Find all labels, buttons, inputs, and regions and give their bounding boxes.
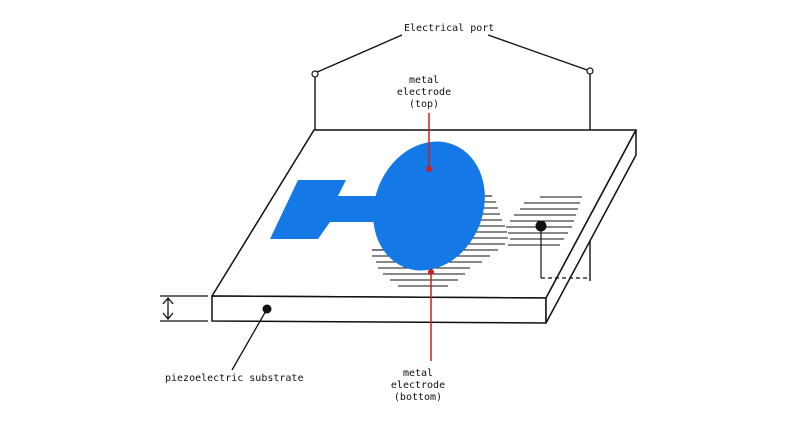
- electrode-leads: [428, 113, 432, 361]
- top-electrode-label-line: electrode: [396, 87, 452, 98]
- electrical-port-label: Electrical port: [404, 23, 495, 34]
- bottom-electrode-label-line: metal: [402, 368, 434, 379]
- top-electrode-label: metal electrode (top): [386, 75, 462, 111]
- port-terminal-left: [311, 70, 319, 78]
- bottom-lead-dot: [428, 269, 434, 275]
- thickness-dimension: [160, 295, 208, 322]
- substrate-pointer: [231, 304, 272, 371]
- substrate-label: piezoelectric substrate: [165, 373, 304, 384]
- bottom-lead-connection: [540, 226, 590, 279]
- substrate-side-face: [545, 129, 637, 324]
- substrate-front-face: [211, 295, 547, 324]
- top-electrode: [270, 141, 485, 271]
- port-terminal-right: [586, 67, 594, 75]
- top-electrode-label-line: (top): [408, 99, 440, 110]
- port-wire-left: [314, 34, 403, 74]
- bottom-contact-dot: [535, 220, 547, 232]
- port-wire-right: [487, 34, 591, 72]
- bottom-electrode-label-line: (bottom): [393, 392, 443, 403]
- bottom-electrode-label: metal electrode (bottom): [380, 368, 456, 404]
- top-electrode-pad: [270, 180, 396, 239]
- top-electrode-disk: [373, 141, 485, 271]
- bottom-electrode-label-line: electrode: [390, 380, 446, 391]
- top-lead-dot: [426, 166, 432, 172]
- top-electrode-label-line: metal: [408, 75, 440, 86]
